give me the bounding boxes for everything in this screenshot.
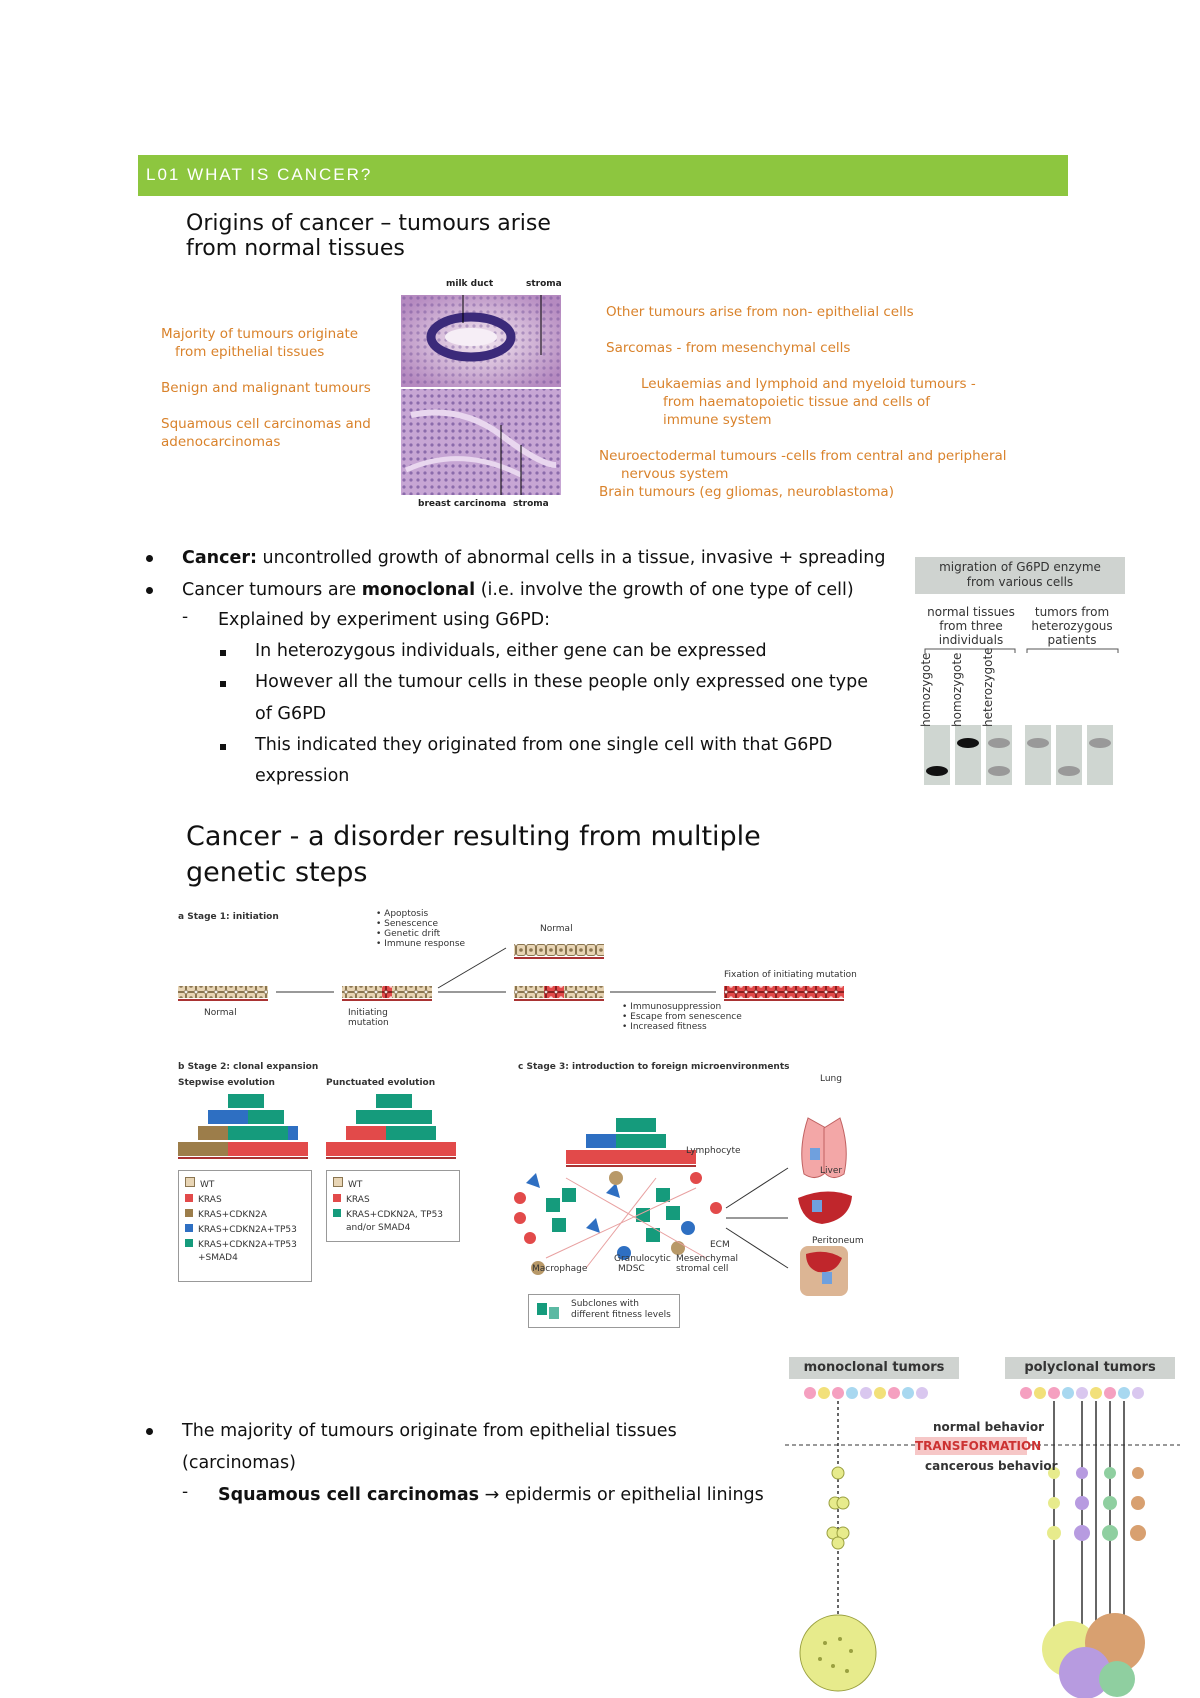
g6pd-gel (924, 648, 1119, 785)
clonality-diagram (785, 1387, 1180, 1698)
legend-punctuated: WT KRAS KRAS+CDKN2A, TP53 and/or SMAD4 (326, 1170, 460, 1242)
epithelial-list: Majority of tumours originate from epith… (161, 326, 371, 450)
sub-item-however-cont: of G6PD (255, 704, 327, 724)
bullet-epithelial-origin: The majority of tumours originate from e… (182, 1421, 677, 1441)
histology-images (401, 295, 561, 495)
liver-label: Liver (820, 1166, 843, 1176)
polyclonal-title: polyclonal tumors (1005, 1357, 1175, 1379)
label-breast-carcinoma: breast carcinoma (418, 499, 507, 509)
sub-bullet-squamous: Squamous cell carcinomas → epidermis or … (218, 1485, 764, 1505)
slide-title: Origins of cancer – tumours arise from n… (186, 211, 551, 261)
sub-item-indicated-cont: expression (255, 766, 350, 786)
mono-poly-figure: monoclonal tumors polyclonal tumors (785, 1357, 1180, 1698)
square-bullet (220, 744, 226, 750)
lane-homozygote-2: homozygote (950, 652, 964, 727)
non-epithelial-list: Other tumours arise from non- epithelial… (599, 304, 1007, 500)
dash: - (182, 607, 189, 627)
escape-list: • Immunosuppression• Escape from senesce… (622, 1002, 742, 1032)
lane-heterozygote: heterozygote (981, 647, 995, 727)
genetic-steps-diagram: a Stage 1: initiation (176, 908, 896, 1338)
label-stroma-bottom: stroma (513, 499, 549, 509)
stage1-label: a Stage 1: initiation (178, 912, 279, 922)
normal-behavior-label: normal behavior (933, 1420, 1045, 1434)
lymphocyte-label: Lymphocyte (686, 1146, 741, 1156)
cancerous-behavior-label: cancerous behavior (925, 1459, 1058, 1473)
sub-item-heterozygous: In heterozygous individuals, either gene… (255, 641, 767, 661)
fixation-label: Fixation of initiating mutation (724, 970, 857, 980)
bullet (146, 555, 153, 562)
bullet-monoclonal: Cancer tumours are monoclonal (i.e. invo… (182, 580, 854, 600)
dash: - (182, 1482, 189, 1502)
peritoneum-label: Peritoneum (812, 1236, 864, 1246)
label-stroma-top: stroma (526, 279, 562, 289)
stage2-label: b Stage 2: clonal expansion (178, 1062, 319, 1072)
slide2-title: Cancer - a disorder resulting from multi… (186, 821, 761, 888)
label-milk-duct: milk duct (446, 279, 494, 289)
punctuated-label: Punctuated evolution (326, 1078, 436, 1088)
section-title: L01 WHAT IS CANCER? (146, 165, 373, 184)
clonal-expansion-pyramids (178, 1094, 456, 1159)
normal-top-label: Normal (540, 924, 573, 934)
origins-slide: Origins of cancer – tumours arise from n… (146, 205, 1051, 517)
normal-left-label: Normal (204, 1008, 237, 1018)
sub-item-however: However all the tumour cells in these pe… (255, 672, 869, 692)
fates-list: • Apoptosis• Senescence• Genetic drift• … (376, 909, 466, 949)
lane-homozygote-1: homozygote (919, 652, 933, 727)
stage3-diagram (514, 1117, 852, 1296)
lung-label: Lung (820, 1074, 842, 1084)
monoclonal-title: monoclonal tumors (789, 1357, 959, 1379)
stepwise-label: Stepwise evolution (178, 1078, 275, 1088)
ecm-label: ECM (710, 1240, 730, 1250)
macrophage-label: Macrophage (532, 1264, 588, 1274)
bullet-cancer-definition: Cancer: uncontrolled growth of abnormal … (182, 548, 886, 568)
bullet (146, 587, 153, 594)
legend-stepwise: WT KRAS KRAS+CDKN2A KRAS+CDKN2A+TP53 KRA… (178, 1170, 312, 1282)
sub-bullet-g6pd: Explained by experiment using G6PD: (218, 610, 551, 630)
transformation-label: TRANSFORMATION (915, 1437, 1042, 1455)
bullet (146, 1428, 153, 1435)
square-bullet (220, 650, 226, 656)
section-header: L01 WHAT IS CANCER? (138, 155, 1068, 196)
stage3-label: c Stage 3: introduction to foreign micro… (518, 1062, 790, 1072)
stage1-diagram (178, 944, 844, 1001)
square-bullet (220, 681, 226, 687)
bullet-carcinomas: (carcinomas) (182, 1453, 296, 1473)
sub-item-indicated: This indicated they originated from one … (255, 735, 833, 755)
